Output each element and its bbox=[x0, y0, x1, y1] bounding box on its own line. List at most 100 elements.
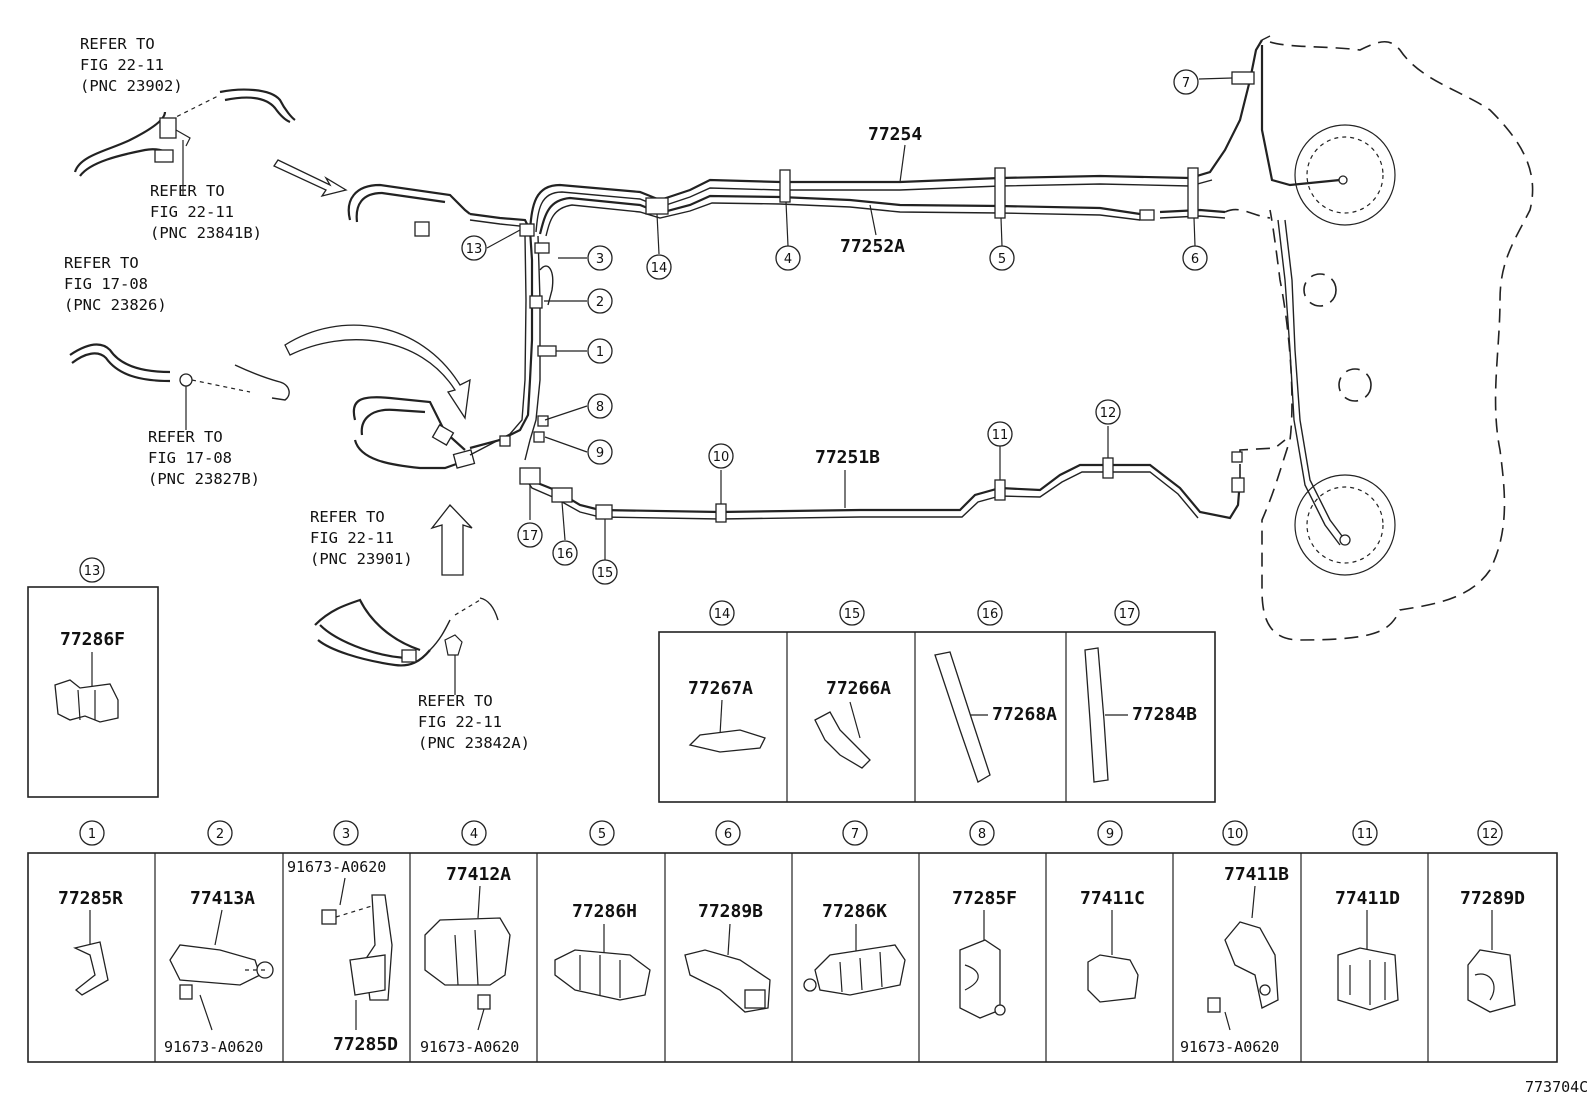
part-number: 77285R bbox=[58, 888, 123, 909]
part-number: 77267A bbox=[688, 678, 753, 699]
box-callout: 12 bbox=[1477, 820, 1503, 846]
svg-text:2: 2 bbox=[596, 295, 604, 310]
part-number: 77268A bbox=[992, 704, 1057, 725]
reference-note-23827b: REFER TO FIG 17-08 (PNC 23827B) bbox=[148, 428, 260, 488]
detail-box-5: 5 77286H bbox=[554, 820, 651, 1001]
callout-11: 11 bbox=[987, 421, 1013, 447]
part-number: 77286H bbox=[572, 901, 637, 922]
ref-line: (PNC 23827B) bbox=[148, 470, 260, 488]
svg-text:3: 3 bbox=[596, 252, 604, 267]
svg-text:2: 2 bbox=[216, 827, 224, 842]
detail-box-2: 2 77413A 91673-A0620 bbox=[164, 820, 274, 1056]
box-callout: 3 bbox=[333, 820, 359, 846]
detail-box-17: 17 77284B bbox=[1084, 600, 1197, 783]
detail-boxes-top: 14 77267A 15 77266A 16 77268A 17 77284B bbox=[658, 600, 1216, 803]
reference-note-23902: REFER TO FIG 22-11 (PNC 23902) bbox=[80, 35, 183, 95]
svg-text:9: 9 bbox=[596, 446, 604, 461]
bolt-part-number: 91673-A0620 bbox=[1180, 1038, 1279, 1056]
box-callout: 2 bbox=[207, 820, 233, 846]
ref-line: (PNC 23842A) bbox=[418, 734, 530, 752]
callout-9: 9 bbox=[587, 439, 613, 465]
svg-text:6: 6 bbox=[724, 827, 732, 842]
ref-line: REFER TO bbox=[148, 428, 223, 446]
svg-text:6: 6 bbox=[1191, 252, 1199, 267]
part-number: 77411C bbox=[1080, 888, 1145, 909]
svg-text:15: 15 bbox=[844, 607, 861, 622]
detail-box-14: 14 77267A bbox=[688, 600, 766, 753]
detail-boxes-bottom: 1 77285R 2 77413A 91673-A0620 3 91673-A0… bbox=[27, 820, 1558, 1063]
detail-box-9: 9 77411C bbox=[1080, 820, 1145, 1003]
part-number: 77411B bbox=[1224, 864, 1289, 885]
svg-text:5: 5 bbox=[598, 827, 606, 842]
tube-label-77252a: 77252A bbox=[840, 236, 905, 257]
svg-text:11: 11 bbox=[992, 428, 1009, 443]
part-number: 77285D bbox=[333, 1034, 398, 1055]
detail-box-13: 13 77286F bbox=[27, 557, 159, 798]
callout-6: 6 bbox=[1182, 245, 1208, 271]
box-callout: 9 bbox=[1097, 820, 1123, 846]
assembly-clamps bbox=[499, 71, 1255, 523]
box-callout: 5 bbox=[589, 820, 615, 846]
svg-text:10: 10 bbox=[1227, 827, 1244, 842]
part-number: 77413A bbox=[190, 888, 255, 909]
detail-box-7: 7 77286K bbox=[803, 820, 906, 996]
svg-text:1: 1 bbox=[596, 345, 604, 360]
svg-text:14: 14 bbox=[714, 607, 731, 622]
ref-line: FIG 22-11 bbox=[80, 56, 164, 74]
svg-text:7: 7 bbox=[851, 827, 859, 842]
detail-box-1: 1 77285R bbox=[58, 820, 123, 996]
ref-line: FIG 17-08 bbox=[148, 449, 232, 467]
callout-15: 15 bbox=[592, 559, 618, 585]
ref-line: REFER TO bbox=[310, 508, 385, 526]
callout-1: 1 bbox=[587, 338, 613, 364]
ref-line: FIG 17-08 bbox=[64, 275, 148, 293]
callout-3: 3 bbox=[587, 245, 613, 271]
part-number: 77286K bbox=[822, 901, 887, 922]
hose-23826 bbox=[69, 343, 290, 430]
callout-7: 7 bbox=[1173, 69, 1199, 95]
svg-text:16: 16 bbox=[557, 547, 574, 562]
reference-note-23901: REFER TO FIG 22-11 (PNC 23901) bbox=[310, 508, 413, 568]
detail-box-3: 3 91673-A0620 77285D bbox=[287, 820, 398, 1055]
svg-text:16: 16 bbox=[982, 607, 999, 622]
box-callout: 16 bbox=[977, 600, 1003, 626]
bolt-part-number: 91673-A0620 bbox=[164, 1038, 263, 1056]
bolt-part-number: 91673-A0620 bbox=[287, 858, 386, 876]
assembly-callouts: 13 3 2 1 8 9 17 16 15 14 4 5 6 7 10 11 1… bbox=[461, 69, 1208, 585]
callout-8: 8 bbox=[587, 393, 613, 419]
callout-2: 2 bbox=[587, 288, 613, 314]
svg-text:12: 12 bbox=[1100, 406, 1117, 421]
svg-text:10: 10 bbox=[713, 450, 730, 465]
figure-code: 773704C bbox=[1525, 1078, 1588, 1096]
callout-5: 5 bbox=[989, 245, 1015, 271]
svg-text:3: 3 bbox=[342, 827, 350, 842]
svg-text:4: 4 bbox=[784, 252, 792, 267]
reference-note-23842a: REFER TO FIG 22-11 (PNC 23842A) bbox=[418, 692, 530, 752]
callout-13: 13 bbox=[461, 235, 487, 261]
svg-text:8: 8 bbox=[596, 400, 604, 415]
svg-text:5: 5 bbox=[998, 252, 1006, 267]
box-callout: 7 bbox=[842, 820, 868, 846]
ref-line: (PNC 23902) bbox=[80, 77, 183, 95]
ref-line: (PNC 23826) bbox=[64, 296, 167, 314]
ref-line: (PNC 23841B) bbox=[150, 224, 262, 242]
part-number: 77412A bbox=[446, 864, 511, 885]
part-number: 77289D bbox=[1460, 888, 1525, 909]
bolt-part-number: 91673-A0620 bbox=[420, 1038, 519, 1056]
direction-arrows bbox=[273, 159, 473, 576]
box-callout: 10 bbox=[1222, 820, 1248, 846]
detail-box-6: 6 77289B bbox=[684, 820, 771, 1013]
tube-label-77254: 77254 bbox=[868, 124, 922, 145]
part-number: 77284B bbox=[1132, 704, 1197, 725]
fuel-tank-outline bbox=[1261, 40, 1534, 641]
box-callout: 4 bbox=[461, 820, 487, 846]
svg-text:12: 12 bbox=[1482, 827, 1499, 842]
part-number: 77289B bbox=[698, 901, 763, 922]
box-callout: 8 bbox=[969, 820, 995, 846]
reference-note-23841b: REFER TO FIG 22-11 (PNC 23841B) bbox=[150, 182, 262, 242]
detail-box-8: 8 77285F bbox=[952, 820, 1017, 1019]
detail-box-15: 15 77266A bbox=[814, 600, 891, 769]
callout-4: 4 bbox=[775, 245, 801, 271]
detail-box-12: 12 77289D bbox=[1460, 820, 1525, 1013]
